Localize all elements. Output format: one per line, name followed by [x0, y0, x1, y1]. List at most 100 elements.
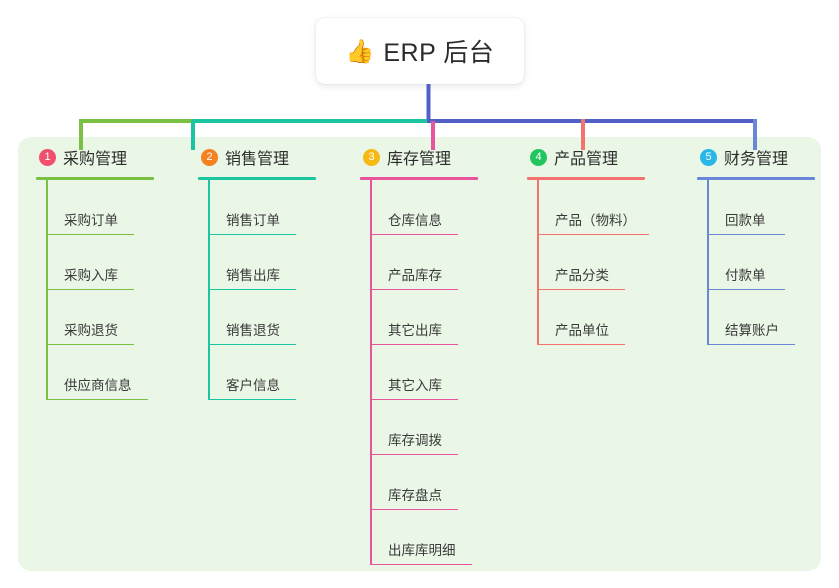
item-connector [537, 235, 539, 290]
list-item-label: 其它入库 [388, 378, 442, 393]
column-title-1: 采购管理 [63, 151, 128, 168]
column-header-3[interactable]: 3 库存管理 [360, 145, 478, 169]
column-title-4: 产品管理 [554, 151, 619, 168]
column-3: 3 库存管理仓库信息产品库存其它出库其它入库库存调拨库存盘点出库库明细 [360, 145, 478, 565]
list-item-label: 其它出库 [388, 323, 442, 338]
list-item-label: 销售退货 [226, 323, 280, 338]
list-item-rule [208, 343, 296, 345]
list-item[interactable]: 库存盘点 [360, 455, 478, 510]
thumbs-up-icon: 👍 [345, 37, 375, 64]
column-2: 2 销售管理销售订单销售出库销售退货客户信息 [198, 145, 316, 400]
list-item[interactable]: 采购退货 [36, 290, 154, 345]
list-item[interactable]: 付款单 [697, 235, 815, 290]
list-item-label: 出库库明细 [388, 543, 456, 558]
list-item-rule [46, 343, 134, 345]
item-connector [370, 345, 372, 400]
item-connector [208, 235, 210, 290]
list-item[interactable]: 库存调拨 [360, 400, 478, 455]
list-item[interactable]: 回款单 [697, 180, 815, 235]
list-item-rule [46, 233, 134, 235]
column-title-2: 销售管理 [225, 151, 290, 168]
list-item-rule [707, 343, 795, 345]
column-badge-2: 2 [201, 148, 218, 166]
column-title-3: 库存管理 [387, 151, 452, 168]
list-item-rule [707, 288, 785, 290]
column-badge-1: 1 [39, 148, 56, 166]
column-header-rule-4 [527, 177, 645, 180]
list-item-label: 销售出库 [226, 268, 280, 283]
item-connector [370, 400, 372, 455]
list-item[interactable]: 其它出库 [360, 290, 478, 345]
column-header-1[interactable]: 1 采购管理 [36, 145, 154, 169]
list-item-label: 采购订单 [64, 213, 118, 228]
column-header-rule-2 [198, 177, 316, 180]
column-title-5: 财务管理 [724, 151, 789, 168]
diagram-panel [18, 137, 821, 571]
list-item-label: 结算账户 [725, 323, 779, 338]
list-item-label: 库存调拨 [388, 433, 442, 448]
list-item[interactable]: 结算账户 [697, 290, 815, 345]
list-item-label: 产品单位 [555, 323, 609, 338]
item-connector [370, 455, 372, 510]
column-1: 1 采购管理采购订单采购入库采购退货供应商信息 [36, 145, 154, 400]
list-item-rule [370, 343, 458, 345]
list-item[interactable]: 仓库信息 [360, 180, 478, 235]
list-item-rule [370, 233, 458, 235]
list-item-rule [370, 508, 458, 510]
item-connector [707, 180, 709, 235]
item-connector [46, 180, 48, 235]
column-header-rule-3 [360, 177, 478, 180]
column-badge-5: 5 [700, 148, 717, 166]
list-item[interactable]: 采购入库 [36, 235, 154, 290]
list-item[interactable]: 销售退货 [198, 290, 316, 345]
list-item-label: 客户信息 [226, 378, 280, 393]
list-item-label: 仓库信息 [388, 213, 442, 228]
item-connector [707, 290, 709, 345]
root-node-content: 👍 ERP 后台 [346, 33, 495, 69]
item-connector [707, 235, 709, 290]
column-items-2: 销售订单销售出库销售退货客户信息 [198, 180, 316, 400]
list-item-label: 采购入库 [64, 268, 118, 283]
item-connector [537, 290, 539, 345]
root-title: ERP 后台 [383, 39, 495, 67]
list-item[interactable]: 产品单位 [527, 290, 645, 345]
column-badge-3: 3 [363, 148, 380, 166]
list-item[interactable]: 其它入库 [360, 345, 478, 400]
item-connector [208, 290, 210, 345]
column-header-4[interactable]: 4 产品管理 [527, 145, 645, 169]
list-item-rule [208, 288, 296, 290]
list-item[interactable]: 产品（物料） [527, 180, 649, 235]
list-item[interactable]: 客户信息 [198, 345, 316, 400]
column-header-5[interactable]: 5 财务管理 [697, 145, 815, 169]
list-item[interactable]: 产品库存 [360, 235, 478, 290]
item-connector [370, 290, 372, 345]
list-item-rule [537, 288, 625, 290]
item-connector [46, 235, 48, 290]
item-connector [208, 345, 210, 400]
list-item[interactable]: 销售出库 [198, 235, 316, 290]
list-item[interactable]: 产品分类 [527, 235, 645, 290]
item-connector [370, 510, 372, 565]
list-item-rule [46, 398, 148, 400]
list-item[interactable]: 采购订单 [36, 180, 154, 235]
list-item-label: 库存盘点 [388, 488, 442, 503]
list-item-rule [537, 343, 625, 345]
list-item-label: 产品分类 [555, 268, 609, 283]
column-items-1: 采购订单采购入库采购退货供应商信息 [36, 180, 154, 400]
item-connector [208, 180, 210, 235]
list-item-label: 回款单 [725, 213, 766, 228]
list-item[interactable]: 销售订单 [198, 180, 316, 235]
column-badge-4: 4 [530, 148, 547, 166]
list-item-label: 采购退货 [64, 323, 118, 338]
column-5: 5 财务管理回款单付款单结算账户 [697, 145, 815, 345]
list-item-rule [208, 233, 296, 235]
list-item-rule [537, 233, 649, 235]
root-node[interactable]: 👍 ERP 后台 [316, 18, 524, 84]
list-item-rule [208, 398, 296, 400]
list-item[interactable]: 出库库明细 [360, 510, 478, 565]
column-items-5: 回款单付款单结算账户 [697, 180, 815, 345]
column-header-2[interactable]: 2 销售管理 [198, 145, 316, 169]
list-item-label: 供应商信息 [64, 378, 132, 393]
list-item[interactable]: 供应商信息 [36, 345, 154, 400]
